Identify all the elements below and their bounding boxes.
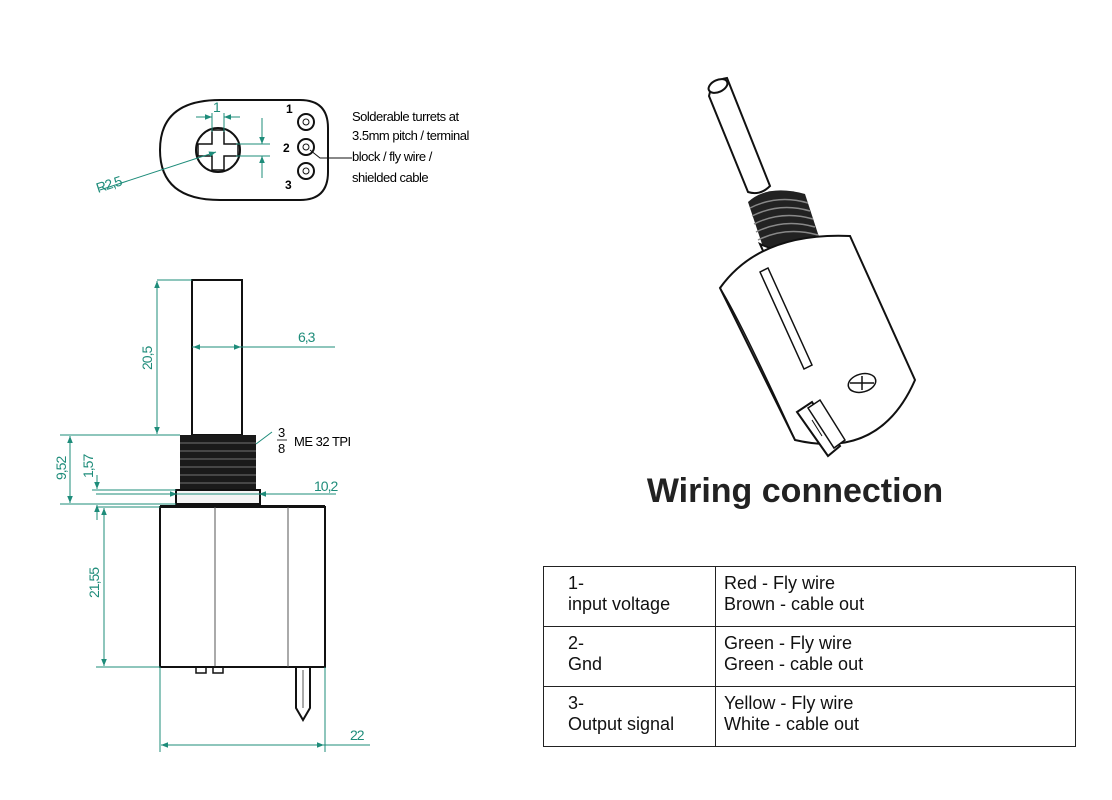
wire-fly: Red - Fly wire [724, 573, 836, 593]
pin-label-3: 3 [285, 178, 292, 192]
shaft [191, 279, 243, 436]
thread [180, 435, 256, 490]
table-row: 3- Output signal Yellow - Fly wire White… [543, 686, 1076, 747]
pin-number: 3- [568, 693, 585, 713]
body [159, 506, 326, 668]
top-view: 1 2 3 1 R2,5 Solderable turrets at 3.5mm… [94, 99, 470, 201]
pin-number: 1- [568, 573, 585, 593]
pin-number: 2- [568, 633, 585, 653]
dim-shaft-length: 20,5 [139, 346, 155, 370]
wire-cell: Green - Fly wire Green - cable out [715, 626, 1076, 687]
shaft-circle [195, 127, 241, 173]
thread-fraction-den: 8 [278, 441, 285, 456]
wire-cell: Red - Fly wire Brown - cable out [715, 566, 1076, 627]
dim-radius: R2,5 [94, 172, 124, 195]
top-view-outline [158, 99, 329, 201]
wire-cable: Brown - cable out [724, 594, 865, 614]
wiring-table: 1- input voltage Red - Fly wire Brown - … [543, 566, 1076, 747]
wire-fly: Yellow - Fly wire [724, 693, 854, 713]
turret-3 [297, 162, 315, 180]
dim-nut-width: 10,2 [314, 478, 338, 494]
pin-cell: 2- Gnd [543, 626, 716, 687]
thread-fraction-num: 3 [278, 425, 285, 440]
turret-2 [297, 138, 315, 156]
pin-name: Gnd [568, 654, 603, 674]
dim-body-width: 22 [350, 727, 365, 743]
wire-fly: Green - Fly wire [724, 633, 853, 653]
nut [175, 489, 261, 505]
wire-cell: Yellow - Fly wire White - cable out [715, 686, 1076, 747]
dim-shaft-diameter: 6,3 [298, 329, 316, 345]
pin-cell: 1- input voltage [543, 566, 716, 627]
dim-slot-width: 1 [213, 99, 221, 115]
threaded-bushing [748, 190, 820, 250]
pin-name: input voltage [568, 594, 671, 614]
turret-note-line-3: block / fly wire / [352, 149, 433, 164]
pin-cell: 3- Output signal [543, 686, 716, 747]
pin-name: Output signal [568, 714, 675, 734]
turret-note-line-1: Solderable turrets at [352, 109, 459, 124]
turret-note-line-2: 3.5mm pitch / terminal [352, 128, 469, 143]
dim-nut-height: 1,57 [80, 454, 96, 478]
cross-slot [197, 129, 239, 171]
dim-body-height: 21,55 [86, 567, 102, 598]
side-view: 20,5 6,3 9,52 1,57 10,2 21,55 [53, 279, 370, 752]
product-3d-view [707, 76, 917, 458]
pin-label-2: 2 [283, 141, 290, 155]
table-row: 2- Gnd Green - Fly wire Green - cable ou… [543, 626, 1076, 687]
wiring-title: Wiring connection [646, 472, 944, 510]
thread-spec: ME 32 TPI [294, 434, 351, 449]
turret-1 [297, 113, 315, 131]
table-row: 1- input voltage Red - Fly wire Brown - … [543, 566, 1076, 627]
dim-thread-height: 9,52 [53, 456, 69, 480]
wire-cable: White - cable out [724, 714, 860, 734]
pin-label-1: 1 [286, 102, 293, 116]
turret-note-line-4: shielded cable [352, 170, 428, 185]
wire-cable: Green - cable out [724, 654, 864, 674]
terminal-pin [295, 667, 311, 722]
